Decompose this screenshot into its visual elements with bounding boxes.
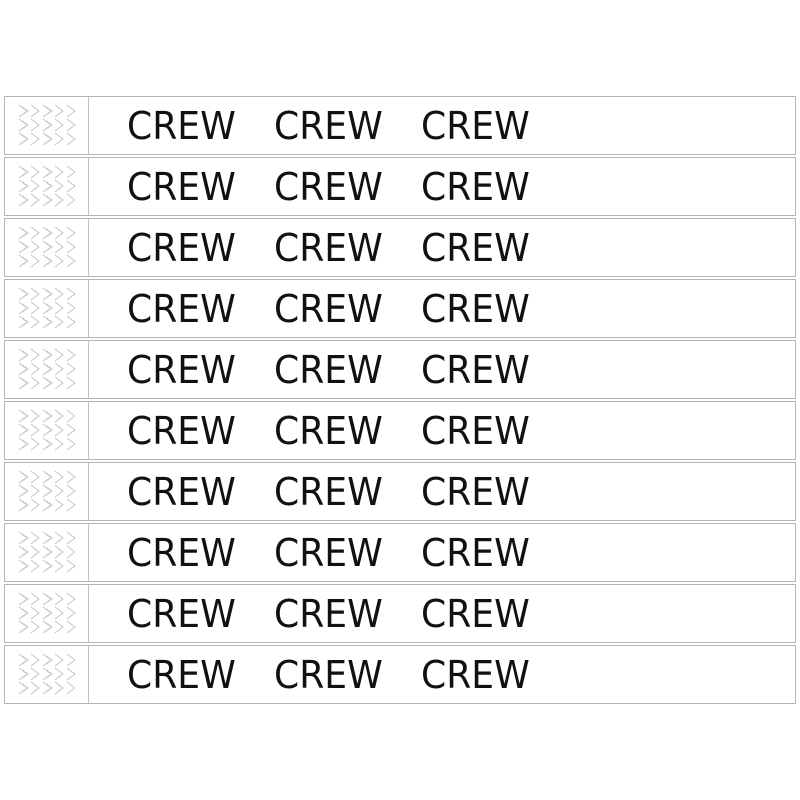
wristband-labels: CREW CREW CREW [127,463,568,520]
wristband-label: CREW [127,469,236,514]
wristband-label: CREW [421,591,530,636]
security-chevron-pattern-icon [18,226,76,268]
wristband-label: CREW [127,103,236,148]
wristband-label: CREW [421,652,530,697]
wristband-labels: CREW CREW CREW [127,585,568,642]
wristband-label: CREW [421,408,530,453]
wristband-adhesive-tab [5,463,89,520]
security-chevron-pattern-icon [18,470,76,512]
security-chevron-pattern-icon [18,592,76,634]
wristband-label: CREW [127,286,236,331]
security-chevron-pattern-icon [18,409,76,451]
wristband-3: CREW CREW CREW [4,218,796,277]
security-chevron-pattern-icon [18,653,76,695]
security-chevron-pattern-icon [18,165,76,207]
security-chevron-pattern-icon [18,531,76,573]
wristband-label: CREW [127,408,236,453]
wristband-label: CREW [274,408,383,453]
wristband-adhesive-tab [5,524,89,581]
wristband-adhesive-tab [5,219,89,276]
wristband-label: CREW [421,530,530,575]
wristband-label: CREW [127,591,236,636]
wristband-label: CREW [421,103,530,148]
security-chevron-pattern-icon [18,287,76,329]
wristband-adhesive-tab [5,158,89,215]
wristband-label: CREW [421,164,530,209]
wristband-label: CREW [421,225,530,270]
wristband-label: CREW [127,347,236,392]
wristband-adhesive-tab [5,585,89,642]
wristband-label: CREW [274,530,383,575]
wristband-10: CREW CREW CREW [4,645,796,704]
wristband-label: CREW [127,652,236,697]
wristband-label: CREW [274,591,383,636]
wristband-label: CREW [274,164,383,209]
wristband-label: CREW [274,652,383,697]
wristband-label: CREW [274,103,383,148]
wristband-labels: CREW CREW CREW [127,341,568,398]
wristband-label: CREW [274,347,383,392]
wristband-list: CREW CREW CREW CREW CREW CREW [4,96,796,704]
wristband-7: CREW CREW CREW [4,462,796,521]
wristband-1: CREW CREW CREW [4,96,796,155]
wristband-2: CREW CREW CREW [4,157,796,216]
wristband-9: CREW CREW CREW [4,584,796,643]
wristband-5: CREW CREW CREW [4,340,796,399]
wristband-adhesive-tab [5,402,89,459]
wristband-label: CREW [421,347,530,392]
wristband-adhesive-tab [5,341,89,398]
wristband-label: CREW [421,469,530,514]
wristband-label: CREW [274,225,383,270]
wristband-labels: CREW CREW CREW [127,646,568,703]
wristband-adhesive-tab [5,97,89,154]
wristband-label: CREW [274,469,383,514]
wristband-label: CREW [127,225,236,270]
wristband-labels: CREW CREW CREW [127,158,568,215]
wristband-labels: CREW CREW CREW [127,280,568,337]
wristband-4: CREW CREW CREW [4,279,796,338]
wristband-adhesive-tab [5,646,89,703]
wristband-label: CREW [127,530,236,575]
wristband-label: CREW [274,286,383,331]
wristband-labels: CREW CREW CREW [127,402,568,459]
wristband-sheet: CREW CREW CREW CREW CREW CREW [4,96,796,706]
wristband-labels: CREW CREW CREW [127,219,568,276]
wristband-6: CREW CREW CREW [4,401,796,460]
wristband-8: CREW CREW CREW [4,523,796,582]
security-chevron-pattern-icon [18,104,76,146]
wristband-labels: CREW CREW CREW [127,97,568,154]
wristband-label: CREW [421,286,530,331]
wristband-labels: CREW CREW CREW [127,524,568,581]
wristband-label: CREW [127,164,236,209]
security-chevron-pattern-icon [18,348,76,390]
wristband-adhesive-tab [5,280,89,337]
